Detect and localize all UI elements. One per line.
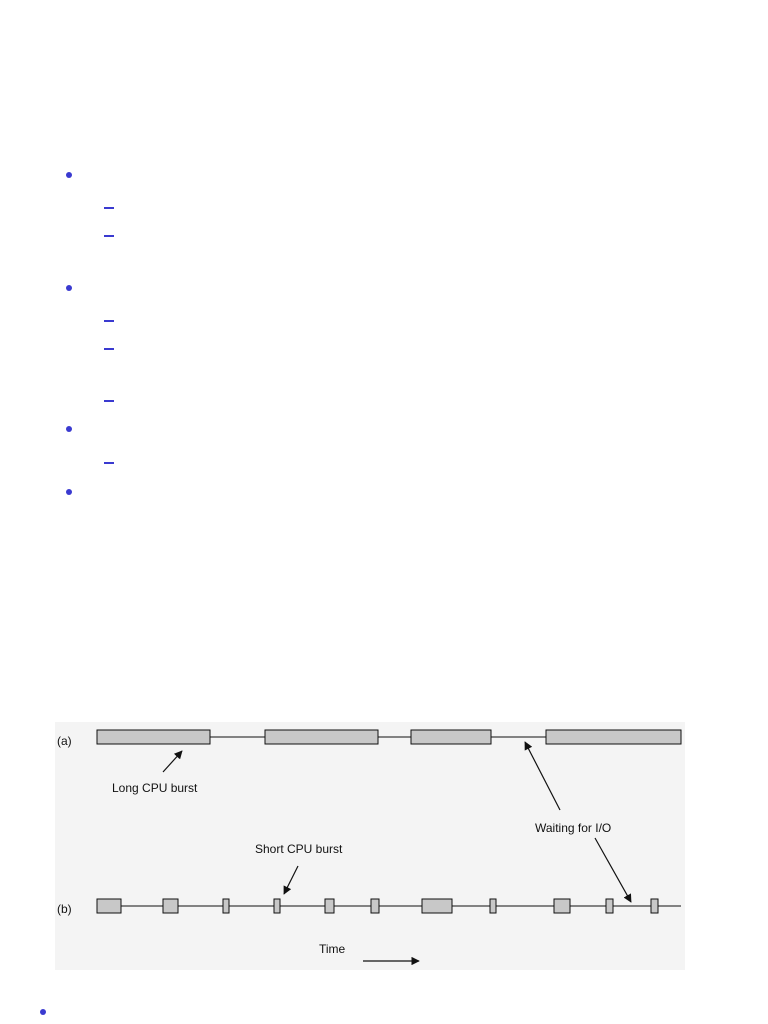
short-burst-4 xyxy=(273,898,281,914)
long-burst-label: Long CPU burst xyxy=(112,781,198,795)
short-burst-9 xyxy=(553,898,571,914)
short-burst-2 xyxy=(162,898,179,914)
sub-bullet-marker-1-1 xyxy=(104,207,114,209)
long-burst-3 xyxy=(410,729,492,745)
cpu-burst-diagram: (a) Long CPU burst Waiting for I/O Short… xyxy=(55,722,685,970)
short-burst-10 xyxy=(605,898,614,914)
short-burst-1 xyxy=(96,898,122,914)
sub-bullet-marker-2-2 xyxy=(104,348,114,350)
sub-bullet-marker-2-1 xyxy=(104,320,114,322)
short-burst-11 xyxy=(650,898,659,914)
short-burst-8 xyxy=(489,898,497,914)
waiting-io-label: Waiting for I/O xyxy=(535,821,611,835)
bullet-marker-4 xyxy=(66,489,72,495)
long-burst-1 xyxy=(96,729,211,745)
waiting-io-arrow-down xyxy=(594,837,632,903)
short-burst-label: Short CPU burst xyxy=(255,842,343,856)
waiting-io-arrow-up xyxy=(524,741,561,811)
sub-bullet-marker-3-1 xyxy=(104,462,114,464)
time-label: Time xyxy=(319,942,346,956)
bullet-marker-1 xyxy=(66,172,72,178)
cpu-burst-figure: (a) Long CPU burst Waiting for I/O Short… xyxy=(55,722,685,970)
bullet-marker-2 xyxy=(66,285,72,291)
short-burst-5 xyxy=(324,898,335,914)
bullet-marker-3 xyxy=(66,426,72,432)
long-burst-arrow xyxy=(162,750,183,773)
row-label-b: (b) xyxy=(57,902,72,916)
footer-bullet-marker xyxy=(40,1009,46,1015)
short-burst-3 xyxy=(222,898,230,914)
sub-bullet-marker-2-3 xyxy=(104,400,114,402)
short-burst-arrow xyxy=(283,865,299,895)
long-burst-2 xyxy=(264,729,379,745)
short-burst-7 xyxy=(421,898,453,914)
sub-bullet-marker-1-2 xyxy=(104,235,114,237)
long-burst-4 xyxy=(545,729,682,745)
short-burst-6 xyxy=(370,898,380,914)
row-label-a: (a) xyxy=(57,734,72,748)
figure-background xyxy=(55,722,685,970)
